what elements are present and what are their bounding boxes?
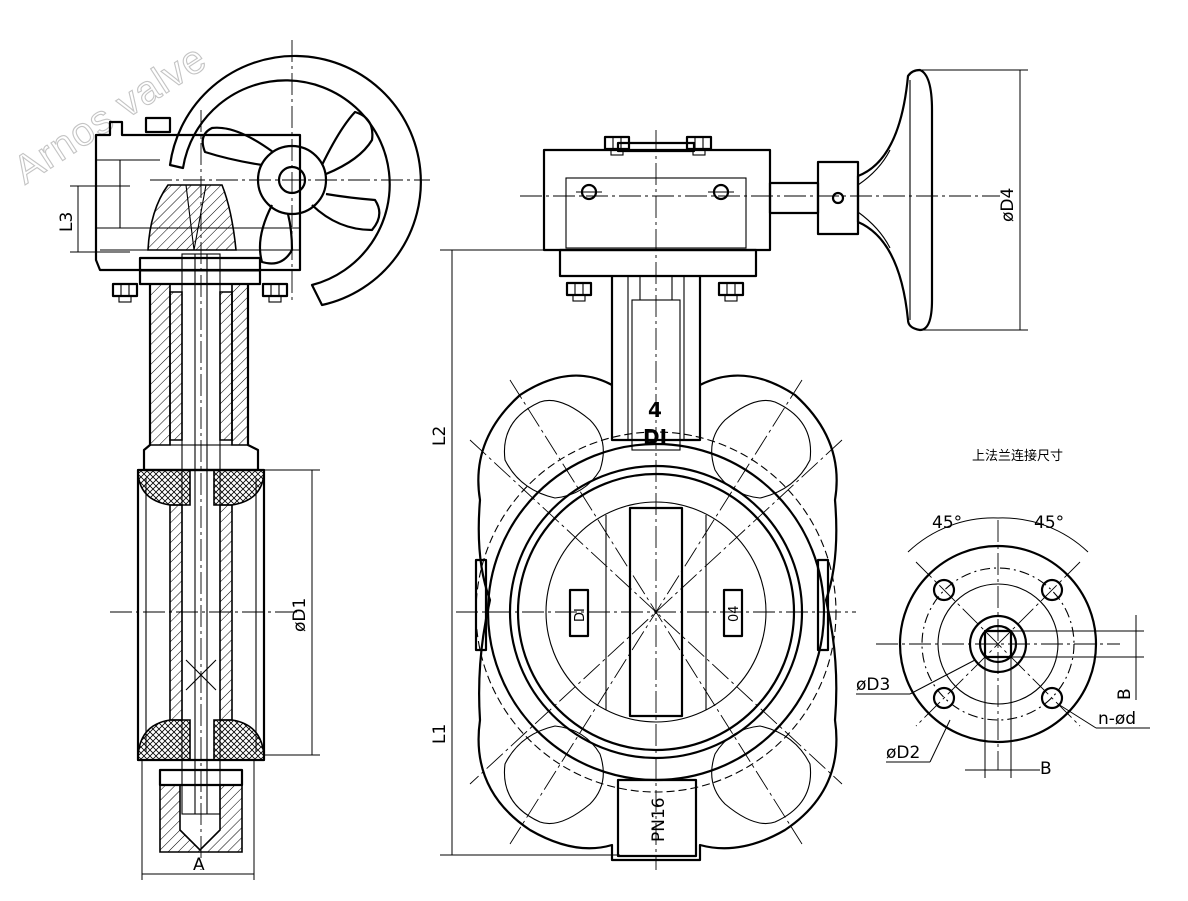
dim-l1-label: L1 <box>430 724 450 744</box>
bolt-hole-2 <box>1040 578 1064 602</box>
front-view: 4 DI DI 04 PN16 <box>430 68 1028 870</box>
dim-b-horizontal-label: B <box>1040 759 1052 779</box>
bolt-hole-4 <box>1040 686 1064 710</box>
dim-d4-label: øD4 <box>998 188 1018 222</box>
dim-l3-label: L3 <box>57 212 77 232</box>
handwheel-front <box>856 68 934 332</box>
disc-right-mark: 04 <box>727 605 742 622</box>
dim-b-vertical-label: B <box>1115 688 1135 700</box>
dim-d3-label: øD3 <box>856 675 890 695</box>
angle-right-label: 45° <box>1034 513 1064 533</box>
flange-bolt-right <box>261 282 289 304</box>
top-flange-detail: 上法兰连接尺寸 45° 45° B B øD3 <box>856 448 1150 779</box>
angle-left-label: 45° <box>932 513 962 533</box>
dim-a-label: A <box>193 855 205 875</box>
dim-d1-label: øD1 <box>290 598 310 632</box>
disc-left-mark: DI <box>573 608 588 622</box>
flange-bolt-left <box>111 282 139 304</box>
bolt-hole-3 <box>932 686 956 710</box>
body-size-mark: 4 <box>648 398 662 422</box>
dim-l2-label: L2 <box>430 426 450 446</box>
side-section-view: L3 A øD1 <box>57 40 430 880</box>
flange-bolt-front-left <box>565 281 593 303</box>
handwheel-side <box>168 54 422 307</box>
top-nut-right <box>685 135 713 157</box>
body-material-mark: DI <box>643 425 667 449</box>
flange-bolt-front-right <box>717 281 745 303</box>
bolt-hole-1 <box>932 578 956 602</box>
flange-title: 上法兰连接尺寸 <box>972 448 1063 464</box>
dim-d2-label: øD2 <box>886 743 920 763</box>
dim-nd-label: n-ød <box>1098 709 1136 729</box>
pressure-mark: PN16 <box>649 797 669 842</box>
